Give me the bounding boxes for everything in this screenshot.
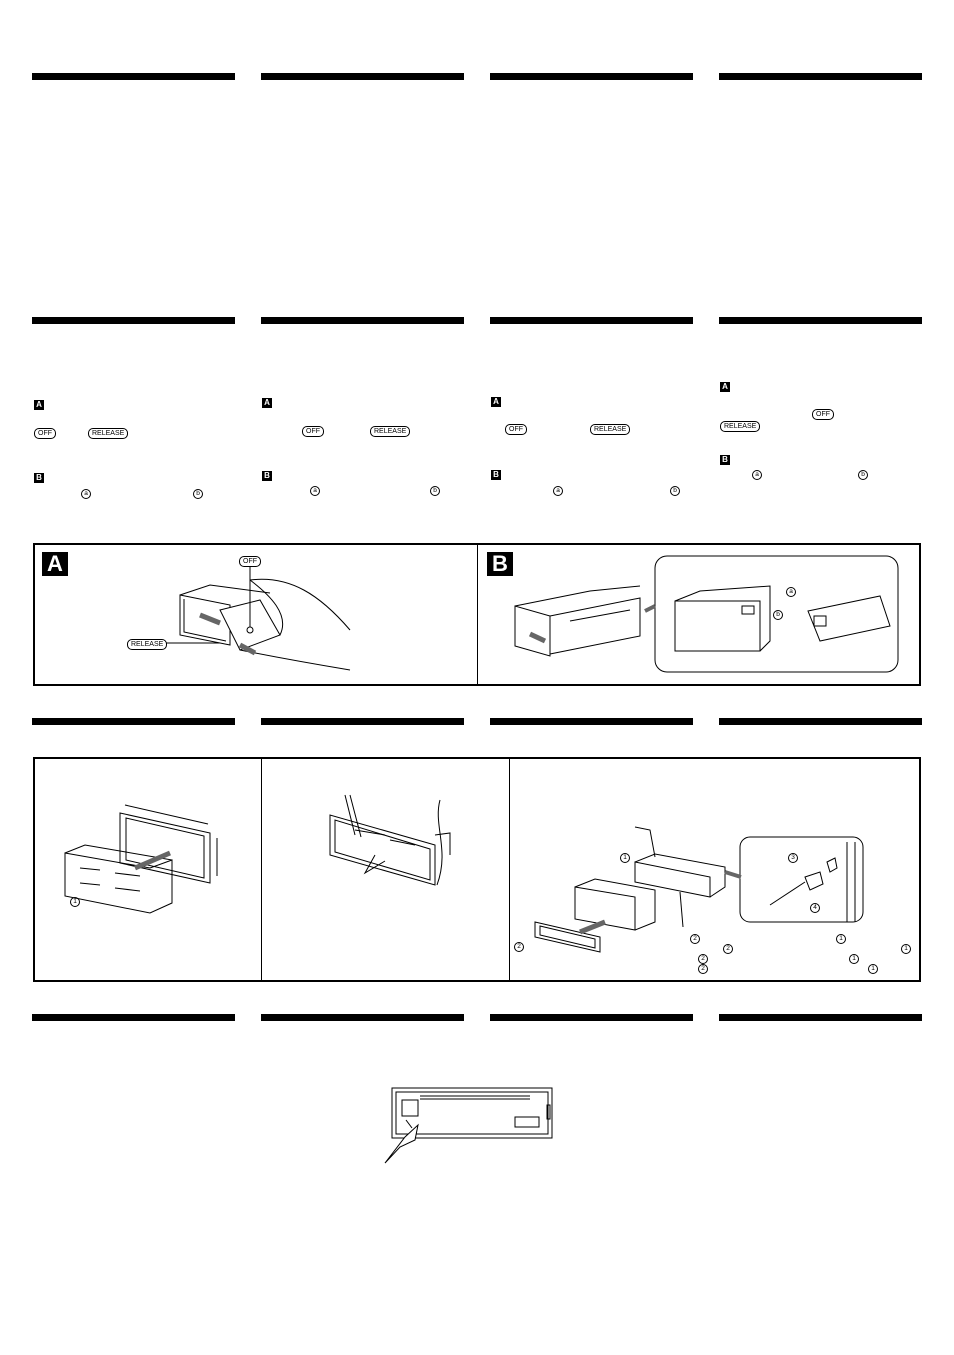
mark-b: b [670,486,680,496]
attach-front-panel-figure [514,555,899,673]
mark-b: b [858,470,868,480]
panel-divider [261,759,262,980]
release-button-label: RELEASE [720,421,761,432]
heading-bar [719,317,922,324]
heading-bar [490,1014,693,1021]
reset-button-figure [384,1087,553,1164]
heading-bar [261,73,464,80]
heading-bar [32,317,235,324]
heading-bar [261,1014,464,1021]
release-button-label: RELEASE [370,426,411,437]
mark-b: b [430,486,440,496]
panel-divider [477,545,478,684]
off-button-label: OFF [302,426,324,437]
mark-a: a [553,486,563,496]
front-panel-illustration [33,543,921,686]
step-b-marker: B [720,455,730,465]
release-button-label: RELEASE [590,424,631,435]
mounting-sleeve-figure [64,804,218,914]
figure-a-label: A [42,552,68,576]
mark-a: a [310,486,320,496]
part-4-label: 4 [810,903,820,913]
heading-bar [261,317,464,324]
part-3-label: 3 [788,853,798,863]
heading-bar [32,73,235,80]
mark-a: a [752,470,762,480]
step-a-marker: A [34,400,44,410]
part-1-ref: 1 [901,944,911,954]
detach-front-panel-figure [165,563,351,671]
heading-bar [490,718,693,725]
figure-b-label: B [487,552,513,576]
part-2-ref: 2 [690,934,700,944]
part-2-ref: 2 [723,944,733,954]
step-b-marker: B [34,473,44,483]
step-b-marker: B [262,471,272,481]
off-button-label: OFF [505,424,527,435]
part-1-label: 1 [620,853,630,863]
mount-unit-figure [534,826,864,953]
release-button-label: RELEASE [88,428,129,439]
part-1-label: 1 [70,897,80,907]
step-b-marker: B [491,470,501,480]
step-a-marker: A [491,397,501,407]
insert-sleeve-into-dashboard-figure [329,794,451,886]
heading-bar [32,1014,235,1021]
heading-bar [719,718,922,725]
step-a-marker: A [720,382,730,392]
part-2-ref: 2 [698,954,708,964]
panel-divider [509,759,510,980]
mark-a: a [81,489,91,499]
step-a-marker: A [262,398,272,408]
heading-bar [490,73,693,80]
part-1-ref: 1 [849,954,859,964]
mark-a: a [786,587,796,597]
release-callout: RELEASE [127,639,168,650]
heading-bar [490,317,693,324]
mark-b: b [773,610,783,620]
off-callout: OFF [239,556,261,567]
heading-bar [261,718,464,725]
part-1-ref: 1 [868,964,878,974]
heading-bar [32,718,235,725]
part-2-ref: 2 [698,964,708,974]
heading-bar [719,73,922,80]
part-2-label: 2 [514,942,524,952]
off-button-label: OFF [812,409,834,420]
off-button-label: OFF [34,428,56,439]
heading-bar [719,1014,922,1021]
mark-b: b [193,489,203,499]
installation-illustration [33,757,921,982]
part-1-ref: 1 [836,934,846,944]
